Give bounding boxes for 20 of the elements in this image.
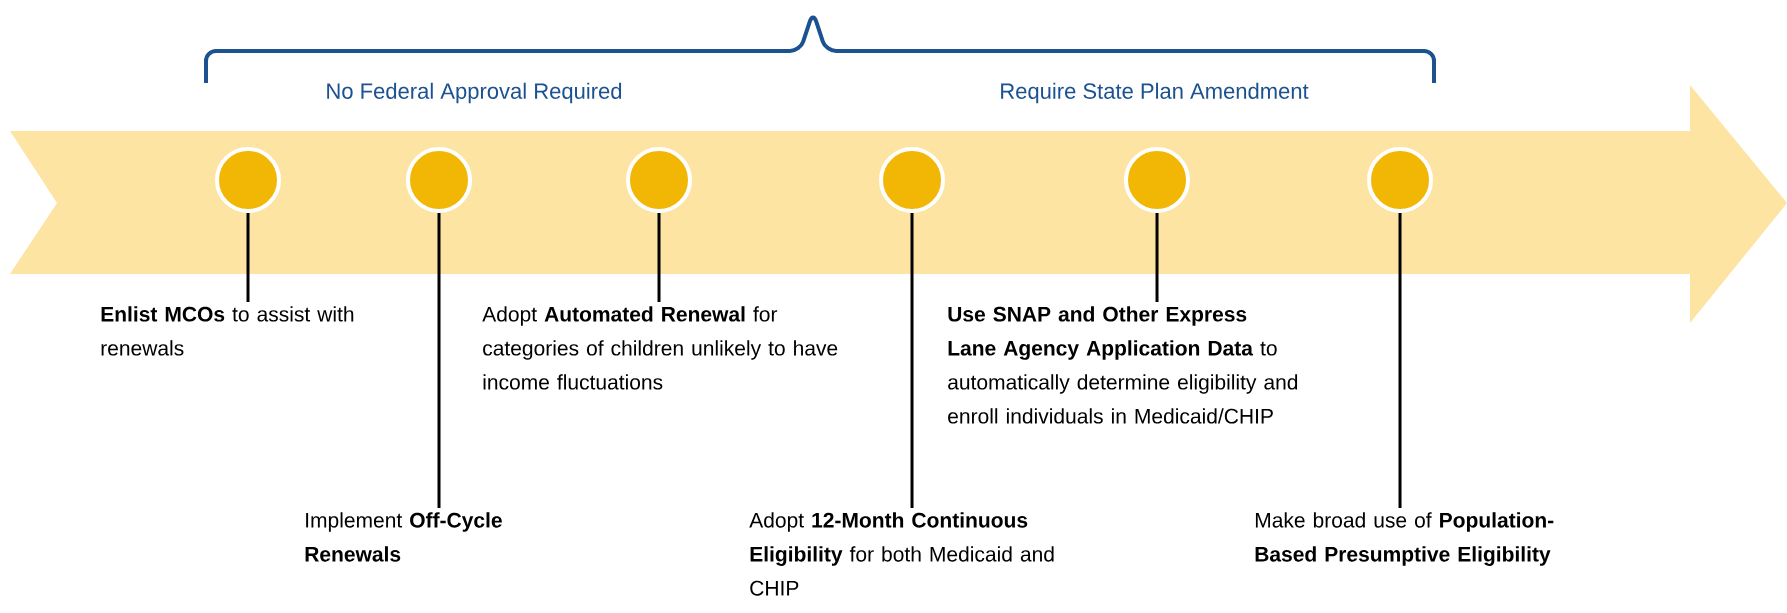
milestone-text: Enlist MCOs to assist with renewals [101, 306, 354, 356]
milestone-text: Implement Off-Cycle Renewals [305, 512, 502, 562]
milestone-dot [406, 147, 472, 213]
leader-line [1155, 213, 1159, 302]
leader-line [910, 213, 914, 508]
milestone-text: Adopt 12-Month Continuous Eligibility for both Medicaid and CHIP [749, 512, 1054, 596]
milestone-dot [215, 147, 281, 213]
milestone-dot [1367, 147, 1433, 213]
milestone-dot [1124, 147, 1190, 213]
leader-line [437, 213, 441, 508]
leader-line [246, 213, 250, 302]
leader-line [657, 213, 661, 302]
milestone-text: Make broad use of Population-Based Presumptive Eligibility [1255, 512, 1554, 566]
milestone-dot [626, 147, 692, 213]
milestone-text: Use SNAP and Other Express Lane Agency Application Data to automatically determine eligibility and enroll individuals in Medicaid/CHIP [948, 306, 1298, 424]
bracket-label: No Federal Approval Required [327, 82, 622, 104]
bracket-label: Require State Plan Amendment [1001, 82, 1309, 104]
milestone-dot [879, 147, 945, 213]
milestone-text: Adopt Automated Renewal for categories of children unlikely to have income fluctuations [482, 306, 838, 390]
leader-line [1398, 213, 1402, 508]
